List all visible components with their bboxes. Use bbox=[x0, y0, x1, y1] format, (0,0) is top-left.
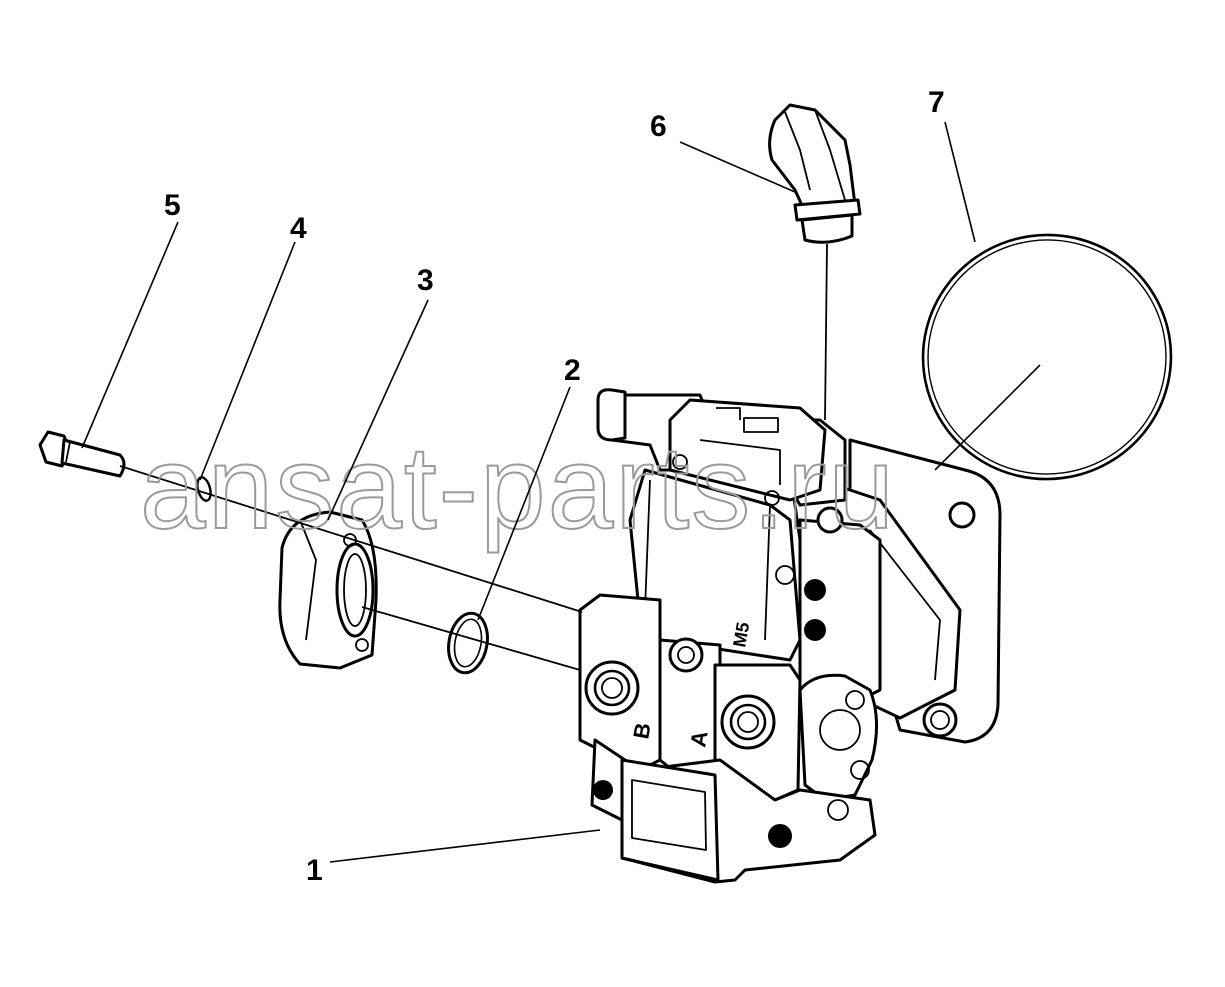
part-7-large-o-ring bbox=[921, 233, 1173, 481]
callout-3: 3 bbox=[417, 264, 434, 297]
part-2-small-o-ring bbox=[447, 611, 489, 675]
port-a-marking: A bbox=[685, 729, 712, 749]
leader-lines bbox=[81, 121, 1041, 863]
assembly-lines bbox=[119, 243, 828, 671]
watermark-text: ansat-parts.ru bbox=[140, 422, 896, 554]
port-m5-marking: M5 bbox=[729, 621, 753, 649]
part-3-split-flange bbox=[278, 510, 378, 670]
callout-labels: 5 4 3 2 6 7 1 bbox=[164, 86, 945, 887]
part-1-pump-assembly: B A M5 bbox=[578, 388, 1002, 884]
part-5-bolt bbox=[38, 430, 126, 478]
callout-2: 2 bbox=[564, 354, 581, 387]
part-6-elbow-fitting bbox=[768, 103, 862, 244]
callout-5: 5 bbox=[164, 189, 181, 222]
callout-7: 7 bbox=[928, 86, 945, 119]
callout-1: 1 bbox=[306, 854, 323, 887]
callout-4: 4 bbox=[290, 212, 307, 245]
callout-6: 6 bbox=[650, 110, 667, 143]
port-b-marking: B bbox=[628, 721, 655, 741]
